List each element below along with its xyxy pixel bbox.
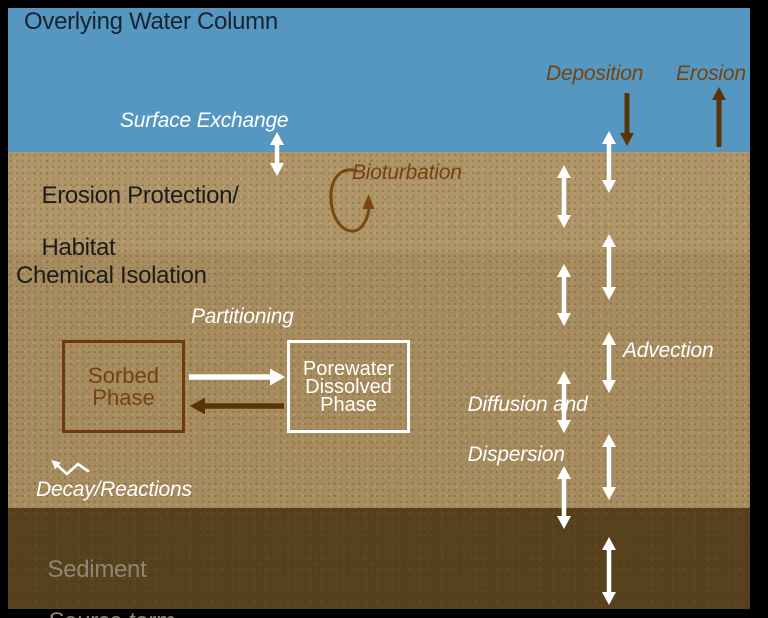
sorbed-phase-line1: Sorbed <box>88 362 159 388</box>
label-diffusion-line1: Diffusion and <box>467 393 588 416</box>
partitioning-arrow-forward <box>189 368 285 386</box>
porewater-line2: Dissolved <box>305 375 392 398</box>
flux-arrow-left-3 <box>557 466 571 529</box>
partitioning-arrow-reverse <box>190 397 284 415</box>
flux-arrow-left-1 <box>557 165 571 228</box>
label-surface-exchange: Surface Exchange <box>120 109 289 132</box>
sediment-subtitle: Source term <box>47 608 175 618</box>
flux-arrow-right-2 <box>602 234 616 300</box>
porewater-line1: Porewater <box>302 357 395 380</box>
layer-sediment <box>8 508 750 609</box>
layer-title-habitat-line1: Erosion Protection/ <box>41 182 239 209</box>
porewater-dissolved-phase-box: Porewater Dissolved Phase <box>287 340 410 433</box>
sediment-title: Sediment <box>47 556 147 583</box>
flux-arrow-left-2 <box>557 264 571 326</box>
surface-exchange-arrow <box>270 132 284 176</box>
label-bioturbation: Bioturbation <box>352 161 462 184</box>
label-diffusion-line2: Dispersion <box>467 443 565 466</box>
layer-title-water: Overlying Water Column <box>24 8 278 35</box>
erosion-arrow <box>712 87 726 147</box>
label-partitioning: Partitioning <box>191 305 294 328</box>
layer-title-habitat: Erosion Protection/ Habitat <box>16 157 239 287</box>
layer-chemical <box>8 253 750 508</box>
advection-arrow <box>602 332 616 393</box>
porewater-line3: Phase <box>320 393 377 416</box>
label-deposition: Deposition <box>546 62 644 85</box>
sediment-flux-arrow <box>602 537 616 605</box>
decay-reactions-zigzag-arrow <box>51 460 90 476</box>
layer-title-habitat-line2: Habitat <box>41 234 116 261</box>
label-advection: Advection <box>623 339 714 362</box>
bioturbation-arrow <box>329 168 375 233</box>
label-erosion: Erosion <box>676 62 746 85</box>
label-diffusion-dispersion: Diffusion and Dispersion <box>445 367 588 492</box>
sorbed-phase-box: Sorbed Phase <box>62 340 185 433</box>
sorbed-phase-line2: Phase <box>92 384 155 410</box>
layer-title-chemical: Chemical Isolation <box>16 262 207 289</box>
diffusion-arrow <box>557 371 571 433</box>
layer-habitat <box>8 152 750 253</box>
label-decay-reactions: Decay/Reactions <box>36 478 192 501</box>
flux-arrow-right-1 <box>602 131 616 193</box>
deposition-arrow <box>620 93 634 146</box>
layer-title-sediment: Sediment Source term <box>22 531 175 618</box>
flux-arrow-right-3 <box>602 434 616 500</box>
